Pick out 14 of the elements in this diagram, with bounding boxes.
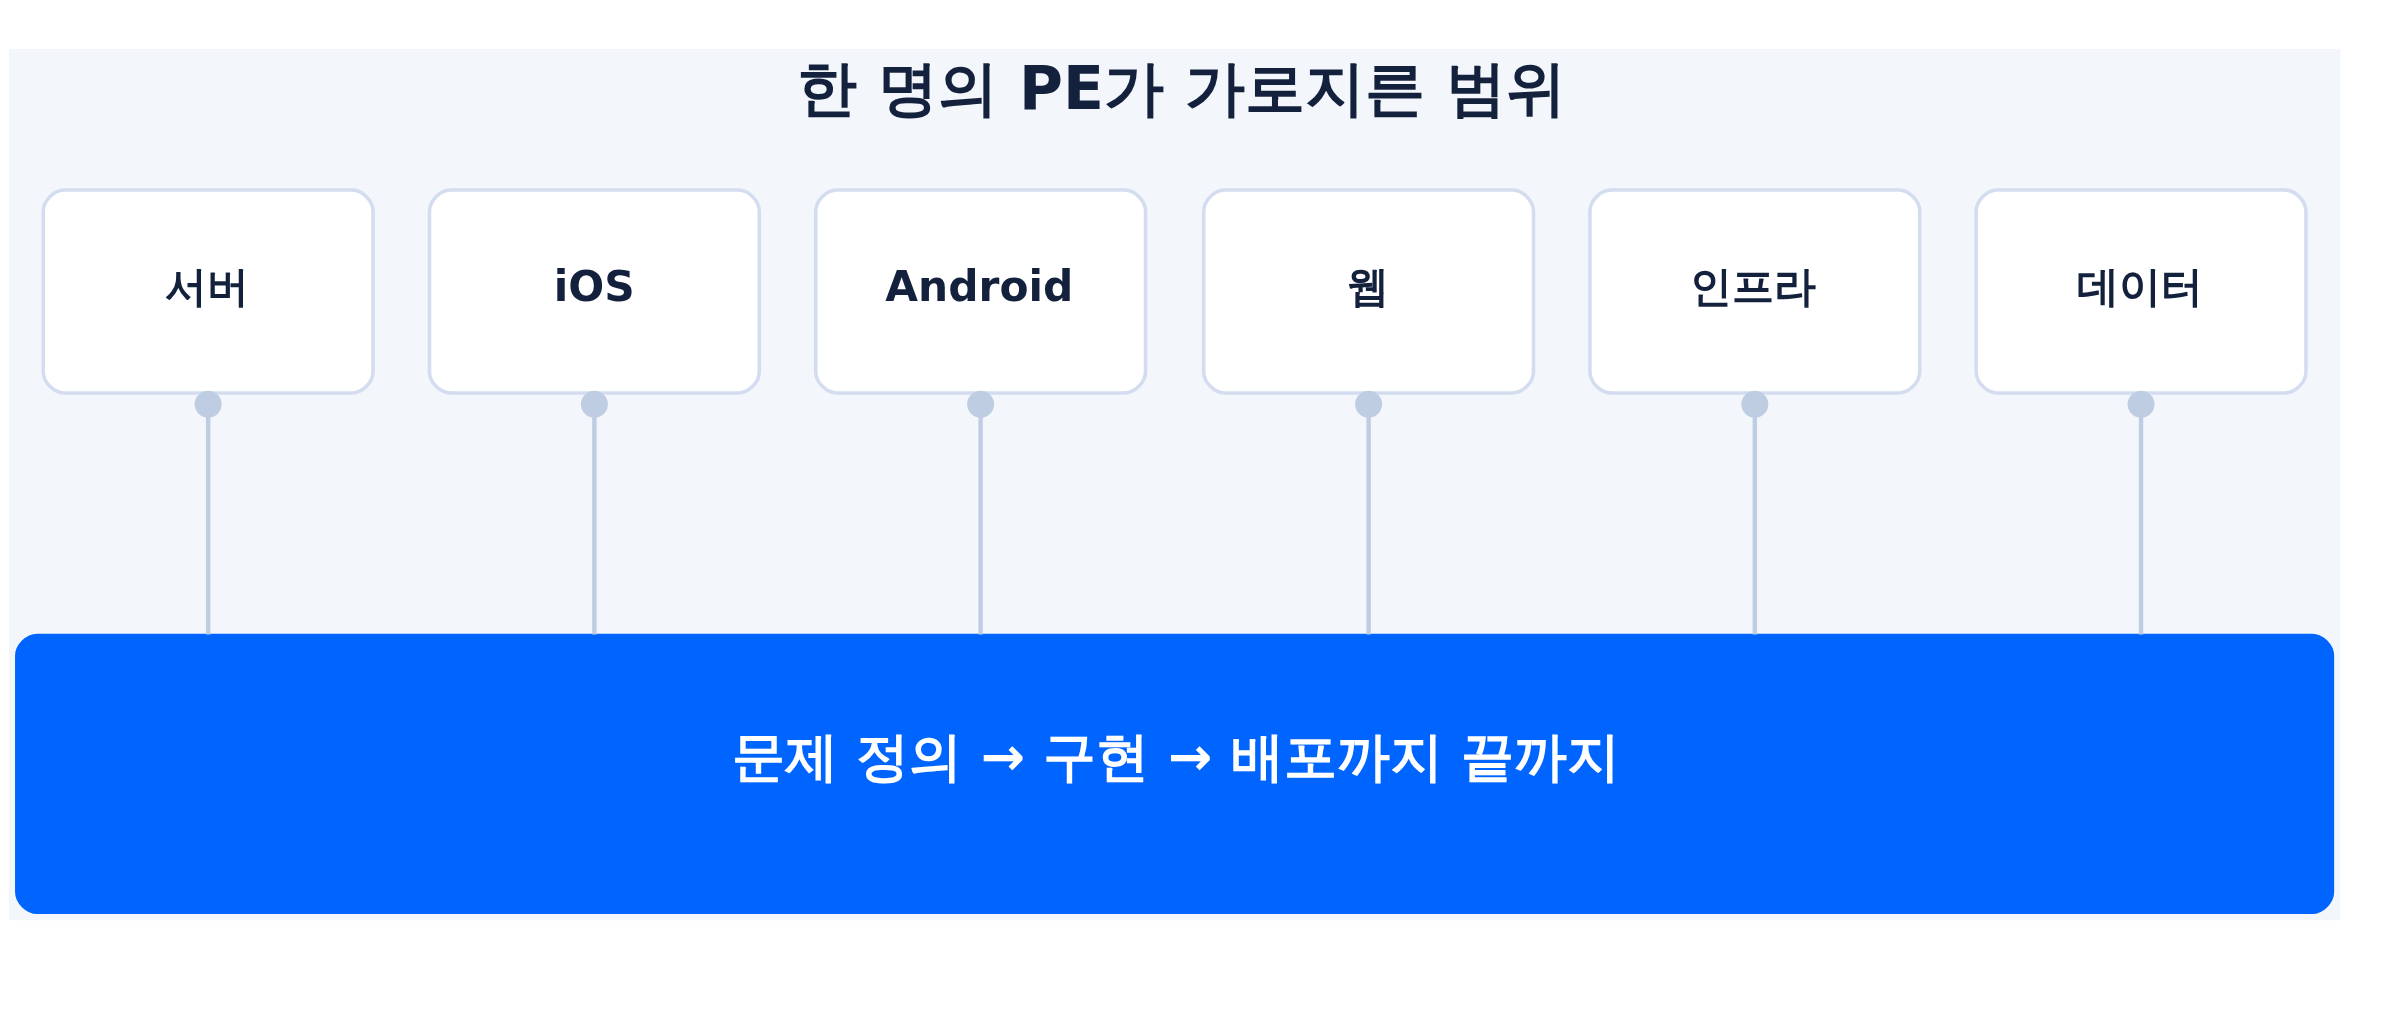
node-box: iOS [427, 188, 762, 395]
node-box: 문제 정의 → 구현 → 배포까지 끝까지 [15, 633, 2335, 915]
connector [967, 390, 995, 635]
node-box: Android [813, 188, 1148, 395]
node-box: 웹 [1201, 188, 1536, 395]
connector [194, 390, 222, 635]
connector [2127, 390, 2155, 635]
connector [580, 390, 608, 635]
node-box: 인프라 [1588, 188, 1922, 395]
diagram-title: 한 명의 PE가 가로지른 범위 [797, 53, 1566, 124]
connector [1741, 390, 1769, 635]
node-box: 서버 [41, 188, 375, 395]
node-box: 데이터 [1974, 188, 2308, 395]
connector [1355, 390, 1383, 635]
